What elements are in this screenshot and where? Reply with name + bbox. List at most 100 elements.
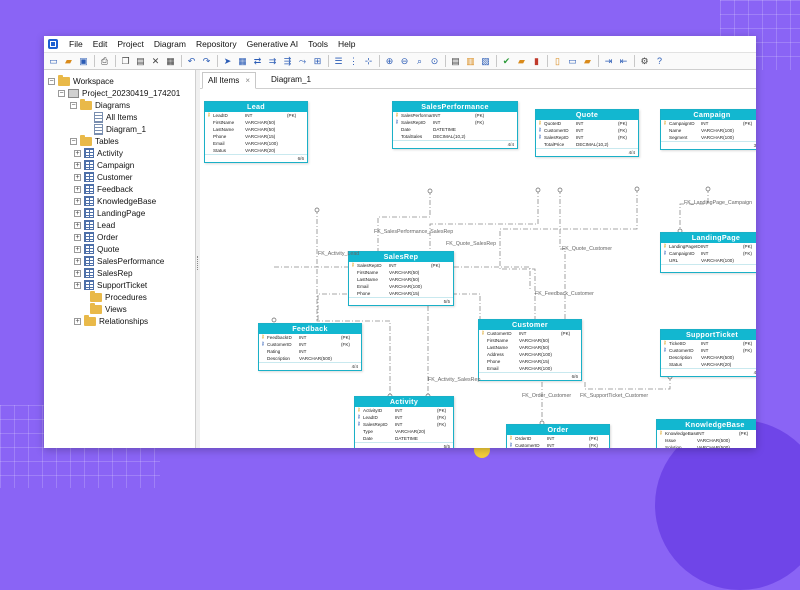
delete-icon[interactable]: ✕ [151, 55, 160, 66]
properties-icon[interactable]: ▤ [451, 55, 460, 66]
expand-icon[interactable]: + [74, 209, 81, 217]
expand-icon[interactable]: + [74, 257, 81, 265]
report-icon[interactable]: ▧ [481, 55, 490, 66]
copy-icon[interactable]: ❐ [121, 55, 130, 66]
zoom-in-icon[interactable]: ⊕ [385, 55, 394, 66]
collapse-icon[interactable]: − [58, 89, 65, 97]
save-icon[interactable]: ▣ [79, 55, 88, 66]
redo-icon[interactable]: ↷ [202, 55, 211, 66]
tree-node-tables[interactable]: − Tables [70, 134, 119, 147]
menu-repository[interactable]: Repository [195, 39, 237, 49]
tree-node-table[interactable]: +Lead [74, 219, 115, 231]
generate-sql-icon[interactable]: ▰ [518, 55, 525, 66]
menu-help[interactable]: Help [337, 39, 356, 49]
menu-file[interactable]: File [69, 39, 83, 49]
sync-icon[interactable]: ▰ [584, 55, 591, 66]
compare-icon[interactable]: ▭ [568, 55, 577, 66]
expand-icon[interactable]: + [74, 281, 81, 289]
tree-node-diagrams[interactable]: − Diagrams [70, 98, 130, 111]
paste-icon[interactable]: ▤ [136, 55, 145, 66]
tree-node-table[interactable]: +LandingPage [74, 207, 145, 219]
menu-edit[interactable]: Edit [92, 39, 108, 49]
undo-icon[interactable]: ↶ [187, 55, 196, 66]
tree-node-project[interactable]: − Project_20230419_174201 [58, 87, 180, 99]
menu-diagram[interactable]: Diagram [153, 39, 186, 49]
collapse-icon[interactable]: − [48, 77, 55, 85]
menu-project[interactable]: Project [117, 39, 144, 49]
expand-icon[interactable]: + [74, 245, 81, 253]
select-pointer-icon[interactable]: ➤ [223, 55, 232, 66]
expand-icon[interactable]: + [74, 161, 81, 169]
tree-node-table[interactable]: +KnowledgeBase [74, 195, 156, 207]
import-icon[interactable]: ▯ [555, 55, 560, 66]
align-icon[interactable]: ☰ [334, 55, 343, 66]
many-to-many-icon[interactable]: ⇶ [283, 55, 292, 66]
entity-column[interactable]: ⚷KnowledgeBaseIDINT(PK) [657, 430, 756, 437]
relationship-icon[interactable]: ⇄ [253, 55, 262, 66]
settings-gear-icon[interactable]: ⚙ [640, 55, 649, 66]
distribute-icon[interactable]: ⋮ [349, 55, 358, 66]
validate-check-icon[interactable]: ✔ [502, 55, 511, 66]
help-icon[interactable]: ? [656, 55, 662, 66]
entity-salesperformance[interactable]: SalesPerformance⚷SalesPerformanceIDINT(P… [392, 101, 518, 149]
zoom-fit-icon[interactable]: ⌕ [416, 55, 423, 66]
expand-icon[interactable]: + [74, 269, 81, 277]
entity-knowledgebase[interactable]: KnowledgeBase⚷KnowledgeBaseIDINT(PK)Issu… [656, 419, 756, 448]
collapse-icon[interactable]: − [70, 101, 77, 109]
expand-icon[interactable]: + [74, 233, 81, 241]
self-relation-icon[interactable]: ⤳ [298, 55, 307, 66]
export-icon[interactable]: ▮ [534, 55, 539, 66]
open-folder-icon[interactable]: ▰ [65, 55, 72, 66]
tree-node-table[interactable]: +Feedback [74, 183, 133, 195]
tree-node-diagram-1[interactable]: Diagram_1 [94, 123, 146, 135]
tree-node-relationships[interactable]: + Relationships [74, 314, 148, 327]
tree-node-table[interactable]: +Quote [74, 243, 119, 255]
grid-layout-icon[interactable]: ⊞ [313, 55, 322, 66]
tree-node-table[interactable]: +Activity [74, 147, 123, 159]
tree-node-table[interactable]: +Campaign [74, 159, 134, 171]
tree-node-workspace[interactable]: − Workspace [48, 74, 114, 87]
